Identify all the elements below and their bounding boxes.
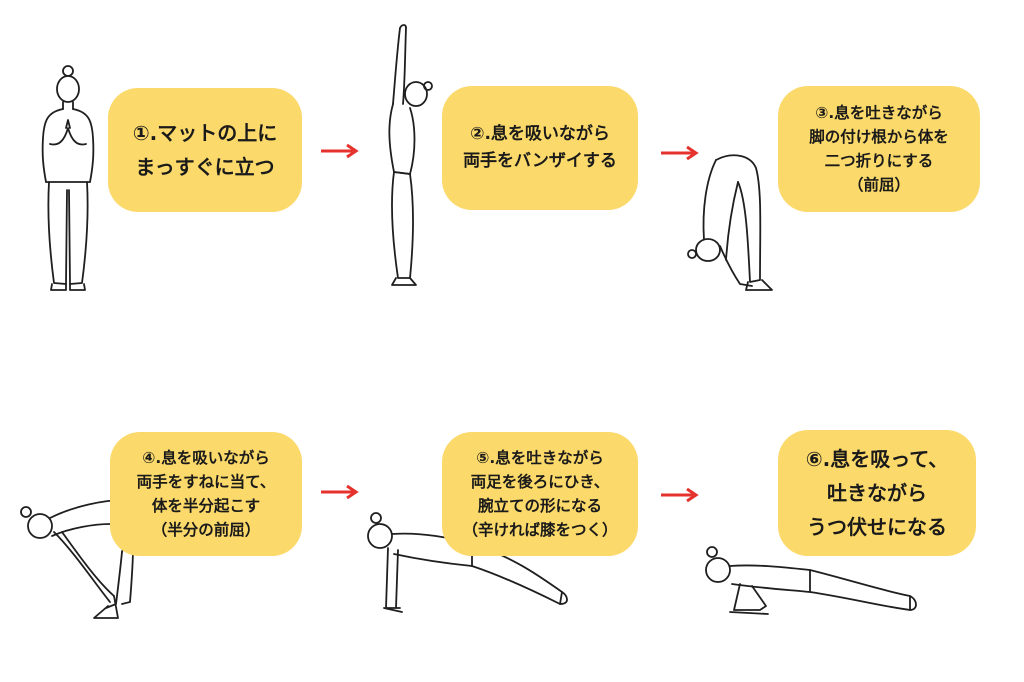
step-box-4: ④.息を吸いながら 両手をすねに当て、 体を半分起こす （半分の前屈）: [110, 432, 302, 556]
step-3-line-2: 脚の付け根から体を: [809, 128, 949, 146]
figure-standing-arms-up: [388, 24, 433, 286]
step-1-line-1: ①.マットの上に: [132, 121, 278, 145]
right-arrow-icon: [661, 145, 699, 161]
step-5-line-1: ⑤.息を吐きながら: [476, 449, 604, 467]
step-4-line-2: 両手をすねに当て、: [136, 473, 276, 491]
step-box-5: ⑤.息を吐きながら 両足を後ろにひき、 腕立ての形になる （辛ければ膝をつく）: [442, 432, 638, 556]
step-3-line-4: （前屈）: [847, 176, 910, 194]
right-arrow-icon: [321, 484, 359, 500]
step-box-6: ⑥.息を吸って、 吐きながら うつ伏せになる: [778, 430, 976, 556]
step-1-line-2: まっすぐに立つ: [135, 155, 275, 179]
step-4-line-4: （半分の前屈）: [151, 521, 261, 539]
step-4-line-3: 体を半分起こす: [151, 497, 261, 515]
step-2-line-1: ②.息を吸いながら: [470, 124, 610, 144]
step-box-3: ③.息を吐きながら 脚の付け根から体を 二つ折りにする （前屈）: [778, 86, 980, 212]
step-3-line-3: 二つ折りにする: [824, 152, 934, 170]
step-6-line-3: うつ伏せになる: [807, 515, 947, 539]
step-6-line-1: ⑥.息を吸って、: [805, 447, 949, 471]
figure-chaturanga: [705, 546, 917, 615]
step-6-line-2: 吐きながら: [827, 481, 927, 505]
step-2-line-2: 両手をバンザイする: [463, 151, 617, 171]
figure-plank: [367, 512, 568, 613]
right-arrow-icon: [661, 487, 699, 503]
figure-standing-prayer: [41, 65, 95, 291]
step-5-line-2: 両足を後ろにひき、: [470, 473, 610, 491]
step-box-1: ①.マットの上に まっすぐに立つ: [108, 88, 302, 212]
step-4-line-1: ④.息を吸いながら: [142, 449, 270, 467]
step-5-line-4: （辛ければ膝をつく）: [462, 521, 618, 539]
right-arrow-icon: [321, 143, 359, 159]
figure-forward-fold: [687, 154, 773, 291]
step-box-2: ②.息を吸いながら 両手をバンザイする: [442, 86, 638, 210]
step-5-line-3: 腕立ての形になる: [477, 497, 602, 515]
step-3-line-1: ③.息を吐きながら: [815, 104, 943, 122]
